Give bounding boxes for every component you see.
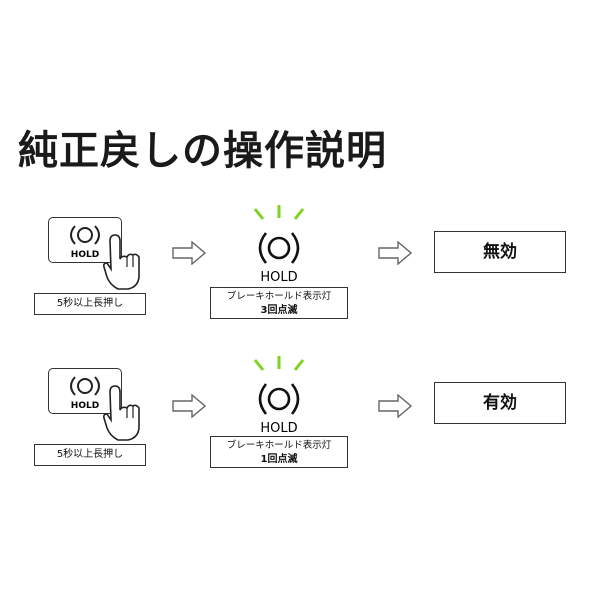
indicator-light-name: ブレーキホールド表示灯 <box>226 291 332 302</box>
indicator-light-name: ブレーキホールド表示灯 <box>226 440 332 451</box>
light-rays-icon <box>253 356 305 371</box>
press-duration-label: 5秒以上長押し <box>34 444 146 466</box>
indicator-light-label: ブレーキホールド表示灯 1回点滅 <box>210 436 348 468</box>
arrow-right-icon <box>378 241 412 265</box>
press-duration-label: 5秒以上長押し <box>34 293 146 315</box>
blink-count: 3回点滅 <box>260 305 298 316</box>
hold-indicator-icon: HOLD <box>258 383 300 436</box>
arrow-right-icon <box>172 394 206 418</box>
indicator-text: HOLD <box>260 421 297 436</box>
indicator-light-label: ブレーキホールド表示灯 3回点滅 <box>210 287 348 319</box>
arrow-right-icon <box>172 241 206 265</box>
step-row-2: HOLD 5秒以上長押し HOLD ブレーキホールド表示灯 1回点滅 有効 <box>0 356 600 488</box>
step-row-1: HOLD 5秒以上長押し HOLD ブレーキホールド表示灯 3回点滅 無効 <box>0 205 600 335</box>
blink-count: 1回点滅 <box>260 454 298 465</box>
finger-icon <box>103 234 140 290</box>
press-icon-text: HOLD <box>71 250 99 260</box>
page-title: 純正戻しの操作説明 <box>18 128 387 174</box>
result-box: 無効 <box>434 231 566 273</box>
result-box: 有効 <box>434 382 566 424</box>
arrow-right-icon <box>378 394 412 418</box>
finger-icon <box>103 385 140 441</box>
light-rays-icon <box>253 205 305 220</box>
hold-indicator-icon: HOLD <box>258 232 300 285</box>
press-icon-text: HOLD <box>71 401 99 411</box>
indicator-text: HOLD <box>260 270 297 285</box>
